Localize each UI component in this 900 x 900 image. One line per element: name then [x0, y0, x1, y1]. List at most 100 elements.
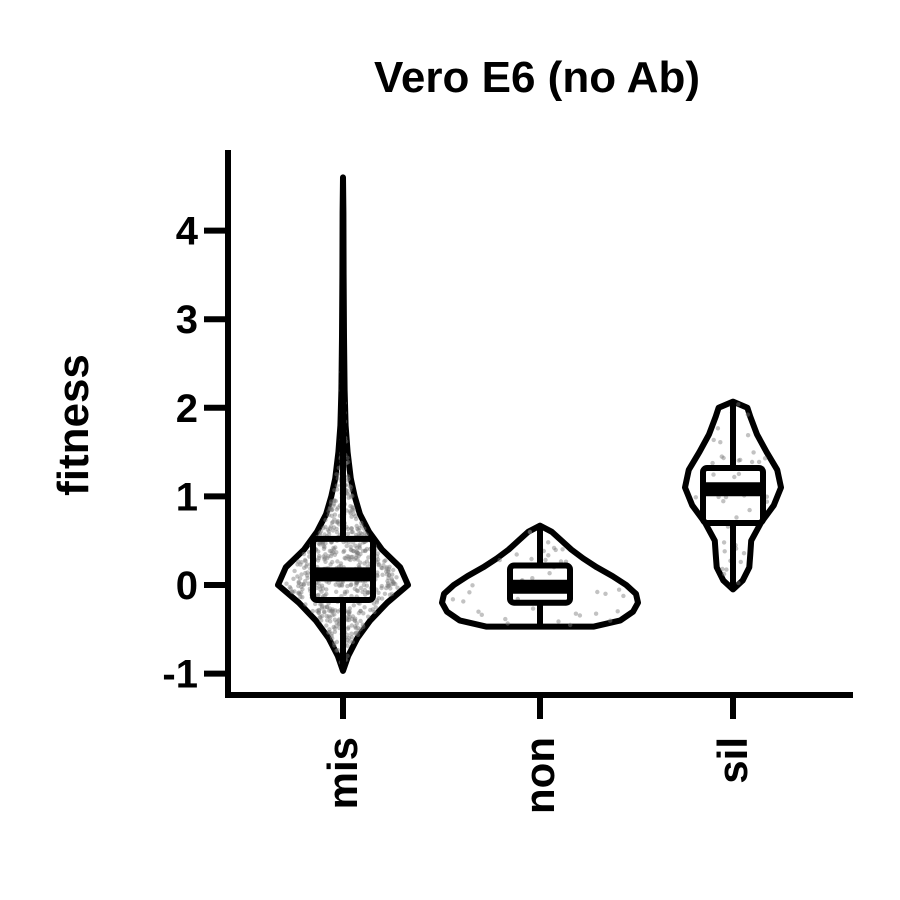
data-point [384, 572, 390, 577]
data-point [327, 627, 332, 632]
data-point [324, 604, 329, 610]
data-point [315, 558, 321, 563]
data-point [387, 564, 392, 569]
data-point [310, 608, 315, 614]
data-point [324, 613, 329, 619]
data-point [514, 552, 519, 557]
data-point [304, 564, 309, 569]
data-point [335, 520, 340, 525]
data-point [450, 597, 456, 602]
data-point [298, 562, 303, 567]
data-point [315, 593, 321, 598]
data-point [615, 609, 620, 614]
data-point [321, 525, 326, 531]
data-point [391, 567, 396, 573]
data-point [329, 633, 334, 639]
data-point [304, 562, 310, 567]
data-point [356, 628, 361, 634]
violin-non [439, 522, 641, 630]
data-point [331, 624, 336, 630]
data-point [389, 578, 395, 583]
data-point [360, 548, 366, 554]
data-point [384, 569, 389, 574]
data-point [316, 549, 321, 554]
data-point [546, 540, 551, 545]
data-point [621, 593, 626, 599]
data-point [348, 509, 353, 514]
data-point [326, 532, 332, 537]
data-point [374, 600, 380, 605]
chart-title: Vero E6 (no Ab) [374, 53, 700, 102]
data-point [711, 437, 716, 443]
data-point [346, 495, 351, 500]
data-point [387, 592, 393, 597]
data-point [328, 524, 334, 529]
data-point [328, 553, 334, 559]
data-point [362, 561, 367, 566]
data-point [529, 556, 534, 562]
data-point [318, 602, 323, 607]
data-point [289, 589, 295, 594]
data-point [339, 583, 345, 588]
data-point [354, 580, 359, 585]
data-point [316, 608, 322, 613]
data-point [337, 583, 342, 588]
data-point [324, 623, 329, 628]
data-point [329, 609, 335, 614]
data-point [358, 626, 363, 632]
data-point [297, 591, 302, 597]
data-point [299, 584, 304, 590]
data-point [388, 586, 393, 591]
data-point [333, 498, 338, 504]
data-point [297, 576, 303, 581]
data-point [721, 571, 727, 577]
data-point [292, 589, 297, 594]
data-point [349, 582, 354, 587]
data-point [721, 499, 726, 504]
data-point [348, 487, 353, 493]
data-point [316, 610, 321, 615]
data-point [330, 528, 336, 533]
y-tick-label: 1 [176, 475, 198, 519]
data-point [345, 583, 350, 589]
data-point [362, 530, 368, 536]
data-point [384, 565, 389, 570]
data-point [332, 488, 337, 493]
data-point [300, 587, 305, 592]
data-point [346, 617, 352, 623]
data-point [356, 527, 361, 533]
data-point [363, 592, 368, 597]
data-point [353, 625, 358, 631]
data-point [718, 440, 723, 445]
y-tick-label: 0 [176, 564, 198, 608]
data-point [323, 541, 328, 546]
data-point [334, 620, 339, 625]
data-point [342, 548, 347, 553]
data-point [371, 601, 377, 606]
data-point [479, 612, 484, 617]
data-point [391, 581, 396, 586]
data-point [320, 586, 326, 591]
data-point [351, 508, 356, 513]
data-point [364, 559, 370, 564]
data-point [296, 583, 301, 589]
data-point [322, 610, 327, 615]
data-point [346, 554, 351, 559]
data-point [342, 591, 348, 596]
data-point [345, 478, 350, 483]
data-point [334, 550, 339, 555]
data-point [335, 559, 340, 564]
data-point [334, 483, 339, 488]
data-point [345, 526, 351, 532]
data-point [298, 594, 303, 600]
data-point [319, 613, 325, 619]
data-point [345, 653, 350, 658]
data-point [360, 622, 366, 627]
data-point [353, 631, 358, 636]
data-point [296, 559, 301, 564]
data-point [349, 616, 355, 621]
data-point [301, 582, 307, 587]
data-point [327, 506, 332, 511]
data-point [299, 560, 304, 565]
